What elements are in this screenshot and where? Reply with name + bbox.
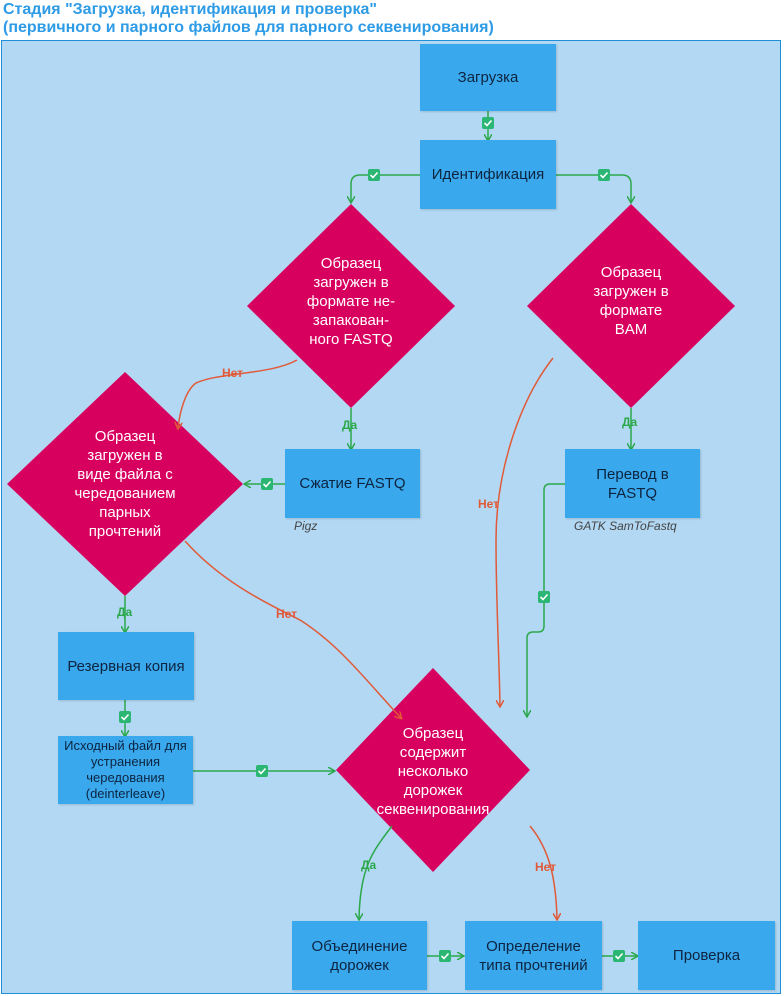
link-bam-lanes-no <box>495 357 554 706</box>
step-check: Проверка <box>638 921 775 990</box>
link-convert-lanes <box>527 483 565 716</box>
check-badge-icon <box>119 711 131 723</box>
decision-bam-label: Образец загружен в формате BAM <box>593 264 669 338</box>
check-badge-icon <box>538 591 550 603</box>
step-merge-lanes-label: Объединение дорожек <box>311 937 408 974</box>
decision-lanes-text: Образец содержит несколько дорожек секве… <box>358 714 508 828</box>
link-interleaved-lanes-no <box>184 540 401 718</box>
step-identify-label: Идентификация <box>431 166 545 183</box>
step-backup: Резервная копия <box>58 632 194 700</box>
step-compress-fastq-label: Сжатие FASTQ <box>299 475 406 492</box>
link-lanes-readtype-no <box>529 825 557 919</box>
step-read-type-label: Определение типа прочтений <box>479 937 588 974</box>
decision-bam-diamond <box>527 204 735 408</box>
diagram-title: Стадия "Загрузка, идентификация и провер… <box>3 1 377 18</box>
note-gatk: GATK SamToFastq <box>574 519 677 533</box>
decision-interleaved-text: Образец загружен в виде файла с чередова… <box>45 420 205 548</box>
label-no-bam: Нет <box>478 497 500 511</box>
step-read-type: Определение типа прочтений <box>465 921 602 990</box>
link-fastq-interleaved-no <box>178 359 298 428</box>
label-yes-fastq: Да <box>342 418 358 432</box>
step-upload: Загрузка <box>420 44 556 111</box>
label-yes-lanes: Да <box>361 858 377 872</box>
label-yes-bam: Да <box>622 415 638 429</box>
step-merge-lanes: Объединение дорожек <box>292 921 427 990</box>
check-badge-icon <box>368 169 380 181</box>
step-convert-fastq: Перевод в FASTQ <box>565 449 700 518</box>
step-check-label: Проверка <box>672 947 741 964</box>
decision-fastq-text: Образец загружен в формате не- запакован… <box>281 236 421 366</box>
link-identify-fastq <box>351 174 420 202</box>
check-badge-icon <box>261 478 273 490</box>
decision-interleaved-label: Образец загружен в виде файла с чередова… <box>74 428 176 540</box>
decision-fastq-diamond <box>247 204 455 408</box>
decision-interleaved-diamond <box>7 372 243 596</box>
link-identify-bam <box>556 174 631 202</box>
label-no-interleaved: Нет <box>276 607 298 621</box>
check-badge-icon <box>482 117 494 129</box>
check-badge-icon <box>439 950 451 962</box>
decision-lanes-label: Образец содержит несколько дорожек секве… <box>376 724 490 818</box>
check-badge-icon <box>598 169 610 181</box>
step-identify: Идентификация <box>420 140 556 209</box>
step-compress-fastq: Сжатие FASTQ <box>285 449 420 518</box>
step-backup-label: Резервная копия <box>67 657 185 675</box>
link-lanes-merge <box>359 825 393 919</box>
note-pigz: Pigz <box>294 519 318 533</box>
step-deinterleave: Исходный файл для устранения чередования… <box>58 736 193 804</box>
check-badge-icon <box>256 765 268 777</box>
decision-lanes-diamond <box>336 668 530 872</box>
step-convert-fastq-label: Перевод в FASTQ <box>596 465 669 502</box>
check-badge-icon <box>613 950 625 962</box>
step-deinterleave-label: Исходный файл для устранения чередования… <box>64 738 187 801</box>
diagram-subtitle: (первичного и парного файлов для парного… <box>3 19 494 36</box>
decision-bam-text: Образец загружен в формате BAM <box>561 246 701 356</box>
label-no-fastq: Нет <box>222 366 244 380</box>
label-no-lanes: Нет <box>535 860 557 874</box>
decision-fastq-label: Образец загружен в формате не- запакован… <box>306 254 396 348</box>
label-yes-interleaved: Да <box>117 605 133 619</box>
step-upload-label: Загрузка <box>457 69 519 86</box>
